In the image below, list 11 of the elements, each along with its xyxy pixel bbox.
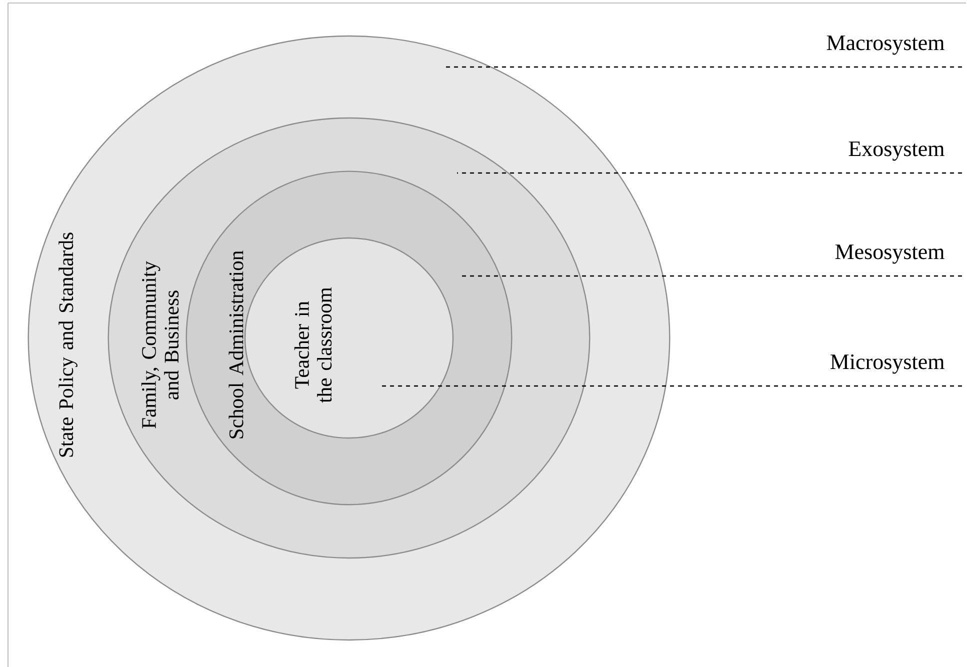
ring-label: Teacher in the classroom xyxy=(294,287,332,403)
ring-label: Family, Community and Business xyxy=(141,261,179,428)
leader-line xyxy=(457,172,962,174)
ring-label: School Administration xyxy=(228,250,244,438)
level-label: Macrosystem xyxy=(826,36,944,55)
leader-line xyxy=(380,385,962,387)
level-label: Microsystem xyxy=(830,354,944,374)
ring-label: State Policy and Standards xyxy=(58,232,78,457)
level-label: Exosystem xyxy=(848,142,944,161)
level-label: Mesosystem xyxy=(835,244,944,264)
leader-line xyxy=(445,66,962,68)
